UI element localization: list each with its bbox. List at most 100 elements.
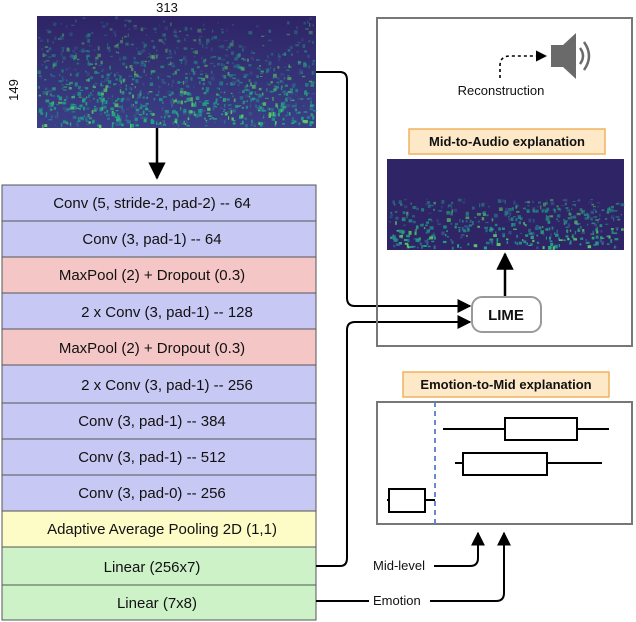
spectrogram-cell [396, 230, 399, 232]
spectrogram-cell [103, 100, 107, 105]
spectrogram-cell [216, 103, 219, 105]
spectrogram-cell [525, 234, 529, 237]
spectrogram-cell [304, 50, 308, 53]
spectrogram-cell [262, 45, 265, 47]
spectrogram-cell [576, 212, 581, 216]
spectrogram-cell [201, 109, 206, 112]
spectrogram-cell [446, 230, 448, 233]
spectrogram-cell [312, 59, 315, 63]
spectrogram-cell [169, 61, 172, 65]
spectrogram-cell [268, 29, 271, 32]
spectrogram-cell [447, 236, 449, 238]
spectrogram-cell [92, 66, 96, 69]
spectrogram-cell [468, 224, 473, 227]
spectrogram-cell [129, 65, 133, 68]
spectrogram-cell [138, 113, 143, 116]
spectrogram-cell [482, 202, 486, 205]
spectrogram-cell [528, 232, 533, 235]
emotion-to-mid-panel [376, 401, 633, 525]
spectrogram-cell [199, 113, 202, 117]
spectrogram-cell [226, 83, 228, 85]
spectrogram-cell [176, 69, 180, 71]
spectrogram-cell [596, 226, 598, 230]
spectrogram-cell [251, 119, 253, 123]
spectrogram-cell [545, 228, 549, 231]
spectrogram-cell [145, 104, 148, 108]
spectrogram-cell [282, 102, 286, 106]
spectrogram-cell [201, 77, 205, 81]
spectrogram-cell [448, 235, 450, 238]
spectrogram-cell [418, 237, 421, 241]
spectrogram-cell [133, 60, 136, 64]
spectrogram-cell [128, 120, 131, 125]
spectrogram-cell [181, 91, 183, 94]
spectrogram-cell [536, 246, 539, 249]
spectrogram-cell [161, 119, 163, 122]
input-spectrogram [37, 16, 317, 129]
spectrogram-cell [395, 243, 400, 246]
spectrogram-cell [198, 40, 202, 45]
spectrogram-cell [518, 241, 522, 245]
spectrogram-cell [412, 206, 417, 210]
spectrogram-cell [416, 207, 419, 211]
spectrogram-cell [117, 47, 120, 49]
spectrogram-cell [448, 204, 452, 207]
spectrogram-cell [287, 91, 292, 93]
spectrogram-cell [294, 108, 297, 112]
spectrogram-cell [469, 219, 472, 223]
spectrogram-cell [304, 90, 307, 94]
spectrogram-cell [173, 34, 176, 37]
spectrogram-cell [65, 25, 68, 29]
spectrogram-cell [129, 86, 133, 90]
spectrogram-cell [282, 117, 285, 121]
spectrogram-cell [491, 241, 493, 245]
spectrogram-cell [237, 80, 240, 82]
spectrogram-cell [573, 215, 577, 219]
spectrogram-cell [205, 72, 207, 75]
spectrogram-cell [609, 208, 614, 213]
spectrogram-cell [222, 64, 225, 66]
spectrogram-cell [86, 72, 90, 76]
spectrogram-cell [398, 200, 402, 204]
spectrogram-cell [132, 120, 134, 122]
spectrogram-cell [307, 54, 310, 58]
spectrogram-cell [251, 84, 256, 89]
spectrogram-cell [185, 93, 188, 95]
spectrogram-cell [168, 49, 171, 52]
spectrogram-cell [239, 81, 243, 84]
spectrogram-cell [221, 58, 226, 61]
spectrogram-cell [229, 42, 234, 47]
spectrogram-cell [250, 98, 253, 103]
spectrogram-cell [265, 97, 269, 99]
spectrogram-cell [514, 241, 516, 244]
spectrogram-cell [268, 112, 272, 117]
spectrogram-cell [142, 82, 145, 86]
spectrogram-cell [583, 212, 585, 215]
spectrogram-cell [232, 122, 236, 125]
spectrogram-cell [543, 202, 546, 207]
spectrogram-cell [93, 108, 97, 111]
spectrogram-cell [212, 56, 217, 58]
spectrogram-cell [260, 103, 263, 105]
spectrogram-cell [220, 119, 222, 122]
spectrogram-cell [208, 115, 212, 117]
spectrogram-cell [450, 222, 453, 225]
spectrogram-cell [154, 53, 156, 56]
spectrogram-cell [584, 216, 588, 220]
spectrogram-cell [88, 121, 91, 124]
spectrogram-cell [161, 124, 163, 128]
spectrogram-cell [193, 111, 196, 115]
spectrogram-cell [551, 226, 554, 230]
spectrogram-cell [541, 210, 544, 213]
spectrogram-cell [214, 121, 216, 124]
spectrogram-cell [511, 223, 513, 227]
spectrogram-cell [533, 211, 538, 213]
spectrogram-cell [544, 210, 548, 213]
spectrogram-cell [60, 22, 63, 25]
spectrogram-cell [160, 65, 165, 69]
spectrogram-cell [601, 241, 604, 245]
spectrogram-cell [99, 107, 103, 112]
spectrogram-cell [533, 218, 535, 223]
spectrogram-cell [101, 75, 104, 78]
spectrogram-cell [158, 90, 160, 94]
